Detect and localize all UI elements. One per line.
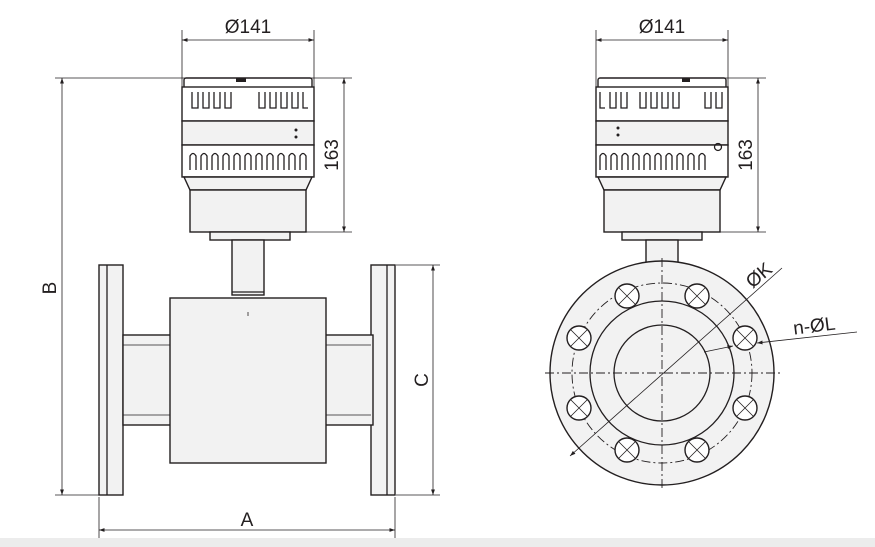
bolt-hole-crosses (570, 287, 754, 459)
front-lower-ribs (189, 152, 307, 170)
front-pipe-body (98, 264, 396, 496)
bolt-holes-label: n-ØL (792, 314, 836, 340)
side-view (545, 77, 780, 490)
front-dimensions: Ø141 163 B C A (40, 17, 440, 538)
bolt-circle-label: ØK (742, 259, 777, 293)
front-transmitter-head (181, 77, 315, 241)
front-view (98, 77, 396, 496)
side-lower-ribs (599, 152, 706, 170)
side-head-height-label: 163 (736, 139, 757, 171)
bottom-strip (0, 538, 875, 547)
front-upper-ribs (191, 92, 308, 109)
front-neck (231, 239, 265, 296)
flange-height-label: C (412, 373, 433, 387)
cable-gland-icon (713, 142, 723, 152)
side-transmitter-head (595, 77, 729, 241)
side-flange (545, 258, 780, 490)
front-top-diameter-label: Ø141 (225, 17, 271, 38)
side-top-diameter-label: Ø141 (639, 17, 685, 38)
overall-height-label: B (40, 282, 61, 295)
side-upper-ribs (599, 92, 723, 109)
length-label: A (241, 510, 254, 531)
front-head-height-label: 163 (322, 139, 343, 171)
